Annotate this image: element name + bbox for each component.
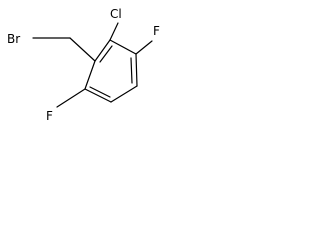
- double-bond-c5-c6-inner: [89, 86, 111, 98]
- double-bond-c1-c2-inner: [99, 45, 113, 63]
- bond-ring-f-left: [56, 88, 86, 108]
- bond-ring-cl: [109, 22, 119, 41]
- bond-ring-f-right: [135, 40, 153, 55]
- bond-ring-ch2: [69, 37, 96, 62]
- bond-c5-c6: [84, 88, 112, 103]
- bond-c4-c5: [110, 85, 138, 103]
- atom-label-f-left: F: [46, 109, 53, 123]
- bond-c2-c3: [109, 39, 137, 55]
- chemical-structure-diagram: Br Cl F F: [7, 7, 160, 123]
- atom-label-cl: Cl: [110, 7, 122, 21]
- bond-c3-c4: [135, 53, 138, 87]
- bond-c1-c2: [94, 39, 111, 62]
- bond-c6-c1: [84, 60, 96, 90]
- double-bond-c3-c4-inner: [130, 57, 133, 84]
- atom-label-f-right: F: [153, 24, 160, 38]
- atom-label-br: Br: [7, 32, 20, 46]
